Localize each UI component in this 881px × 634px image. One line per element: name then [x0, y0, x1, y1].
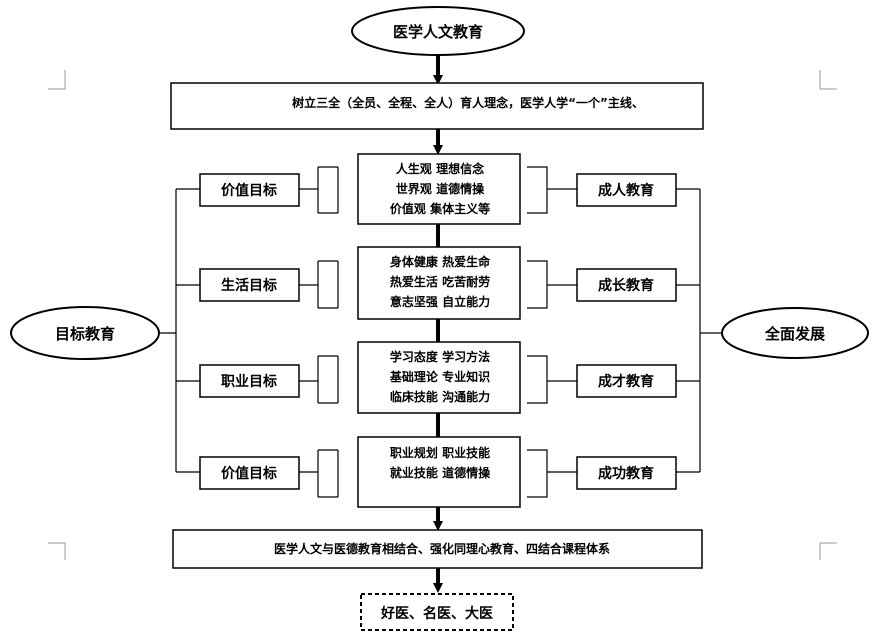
content-box: [357, 341, 521, 414]
goal-text: 好医、名医、大医: [380, 605, 493, 622]
content-line: 基础理论 专业知识: [389, 369, 490, 384]
row-3: 职业目标 学习态度 学习方法 基础理论 专业知识 临床技能 沟通能力 成才教育: [176, 341, 700, 414]
left-goal-box: [199, 364, 300, 398]
integration-box: [172, 529, 703, 569]
left-hub-ellipse: [10, 306, 160, 360]
goal-box: [360, 593, 514, 631]
right-edu-box: [576, 173, 677, 207]
right-edu-label: 成长教育: [598, 277, 654, 294]
page-corner-marks: [48, 70, 837, 560]
row-1: 价值目标 人生观 理想信念 世界观 道德情操 价值观 集体主义等 成人教育: [176, 153, 700, 225]
content-line: 人生观 理想信念: [396, 161, 484, 176]
left-goal-label: 价值目标: [221, 182, 277, 199]
left-goal-label: 价值目标: [221, 465, 277, 482]
left-goal-label: 生活目标: [221, 277, 277, 294]
left-goal-box: [199, 173, 300, 207]
right-edu-box: [576, 456, 677, 490]
content-line: 世界观 道德情操: [396, 181, 485, 196]
content-box: [357, 246, 521, 320]
content-box: [357, 153, 521, 225]
right-edu-label: 成才教育: [598, 373, 654, 390]
principle-box: [170, 82, 704, 130]
content-line: 临床技能 沟通能力: [390, 389, 490, 404]
content-line: 价值观 集体主义等: [390, 201, 490, 216]
content-line: 职业规划 职业技能: [390, 445, 490, 460]
integration-text: 医学人文与医德教育相结合、强化同理心教育、四结合课程体系: [274, 541, 610, 556]
content-line: 热爱生活 吃苦耐劳: [390, 274, 490, 289]
content-line: 学习态度 学习方法: [390, 349, 490, 364]
content-line: 身体健康 热爱生命: [390, 254, 491, 269]
principle-text: 树立三全（全员、全程、全人）育人理念，医学人学“一个”主线、: [292, 95, 644, 110]
row-4: 价值目标 职业规划 职业技能 就业技能 道德情操 成功教育: [176, 436, 700, 508]
right-edu-box: [576, 364, 677, 398]
right-hub-ellipse: [721, 307, 869, 359]
row-2: 生活目标 身体健康 热爱生命 热爱生活 吃苦耐劳 意志坚强 自立能力 成长教育: [176, 246, 700, 320]
left-goal-label: 职业目标: [221, 373, 277, 390]
right-edu-label: 成人教育: [598, 182, 654, 199]
top-title: 医学人文教育: [393, 23, 483, 41]
right-edu-label: 成功教育: [598, 465, 654, 482]
content-box: [357, 436, 521, 508]
left-hub-label: 目标教育: [55, 325, 115, 343]
left-goal-box: [199, 456, 300, 490]
content-line: 意志坚强 自立能力: [390, 294, 490, 309]
right-edu-box: [576, 268, 677, 302]
content-line: 就业技能 道德情操: [390, 465, 491, 480]
right-hub-label: 全面发展: [764, 325, 825, 343]
